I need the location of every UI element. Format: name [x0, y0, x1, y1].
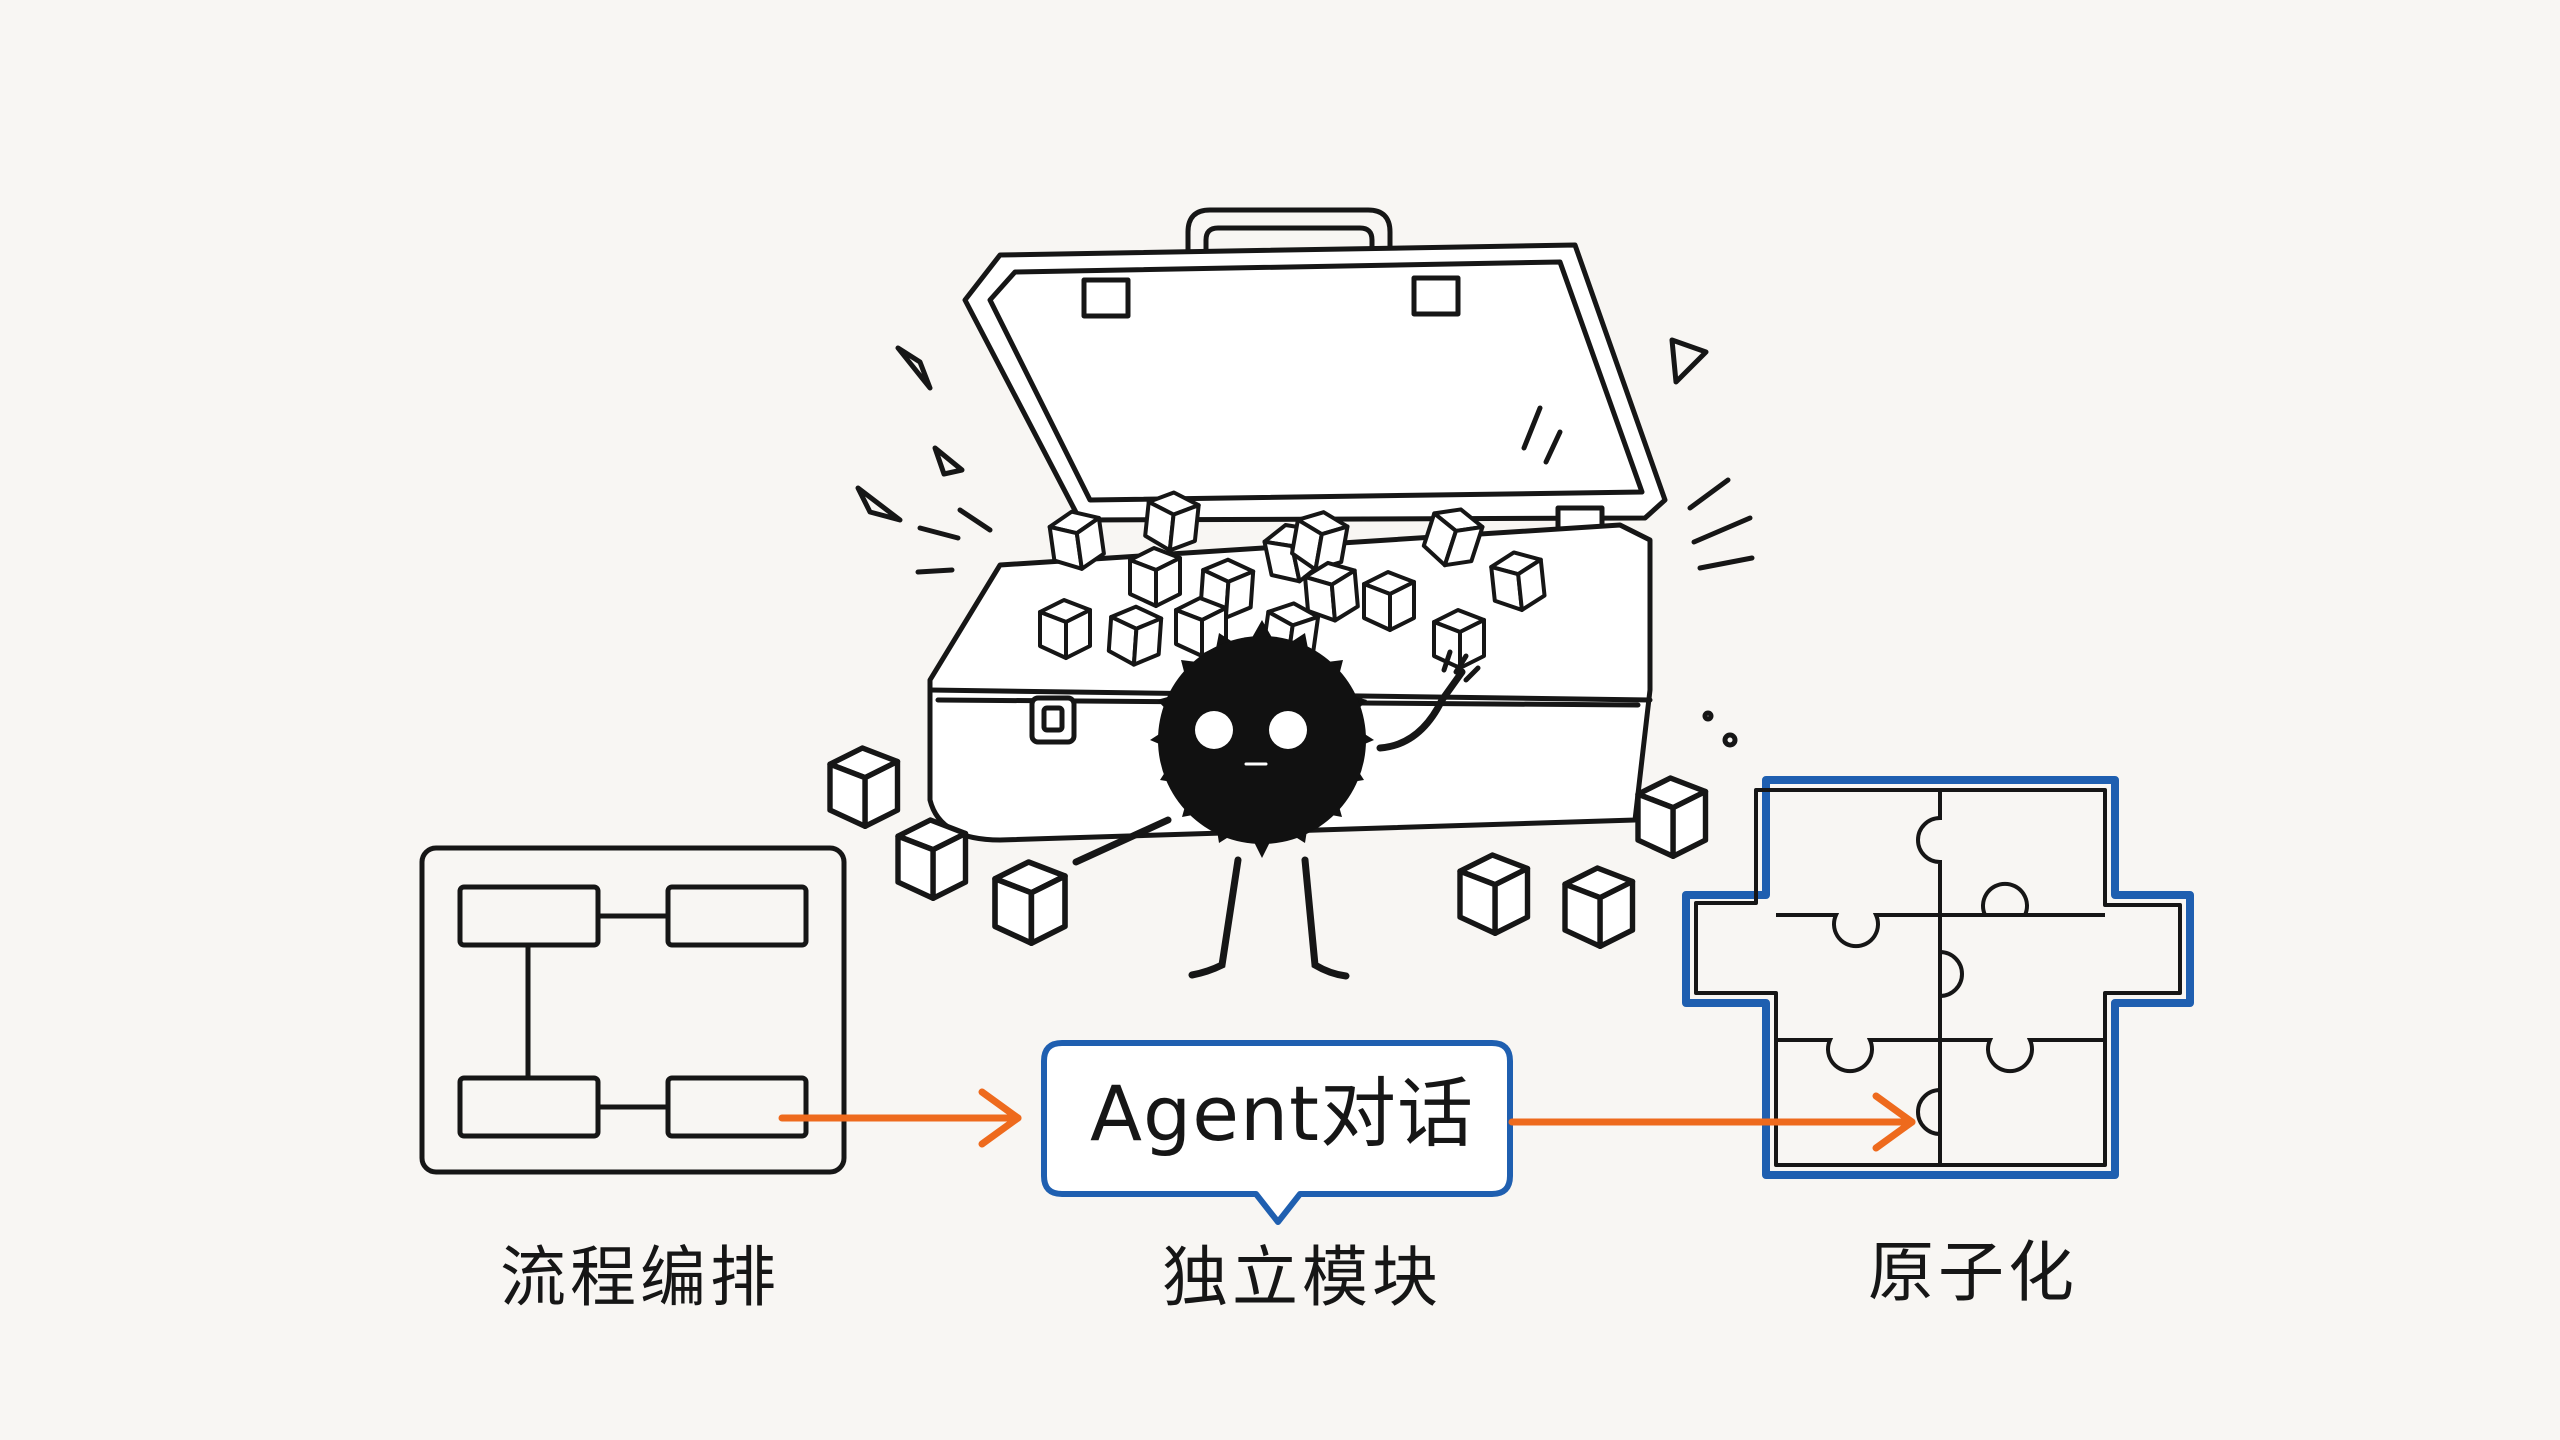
toolbox-lid [962, 242, 1668, 523]
character-eye-right [1269, 711, 1307, 749]
flowchart-icon [419, 845, 847, 1175]
puzzle-outline [1682, 776, 2194, 1179]
speech-bubble-icon [1041, 1040, 1513, 1225]
toolbox-latch [1029, 695, 1077, 745]
excitement-marks [855, 337, 1755, 748]
label-atomic: 原子化 [1868, 1234, 2078, 1311]
character-eye-left [1195, 711, 1233, 749]
soot-sprite-character [1072, 620, 1481, 980]
arrow-icon [778, 1088, 1916, 1152]
flowchart-frame [419, 845, 847, 1175]
puzzle-icon [1682, 776, 2194, 1179]
speech-bubble [1041, 1040, 1513, 1225]
bubble-text: Agent对话 [1090, 1069, 1474, 1158]
toolbox-handle [1185, 207, 1393, 275]
label-workflow: 流程编排 [500, 1239, 780, 1316]
label-independent-module: 独立模块 [1162, 1239, 1442, 1316]
